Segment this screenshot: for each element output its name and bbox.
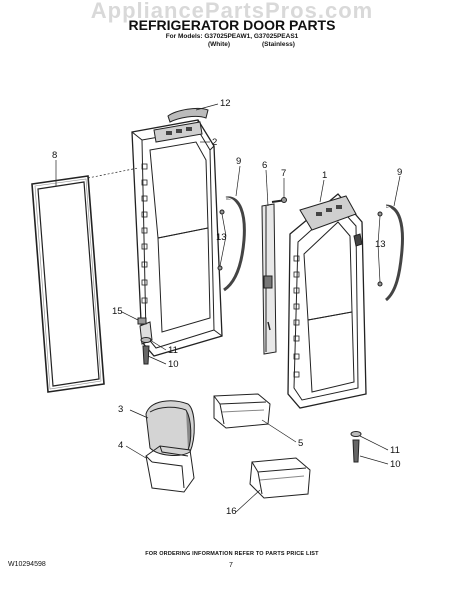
callout-6: 6 bbox=[262, 160, 267, 171]
door-shelf-bin-lower bbox=[249, 457, 311, 499]
callout-15: 15 bbox=[112, 306, 123, 317]
callout-10-right: 10 bbox=[390, 459, 401, 470]
left-door-handle bbox=[221, 196, 246, 292]
page-title: REFRIGERATOR DOOR PARTS bbox=[128, 17, 336, 33]
ordering-note: FOR ORDERING INFORMATION REFER TO PARTS … bbox=[145, 551, 319, 557]
right-hinge-hardware bbox=[350, 431, 362, 463]
callout-13-right: 13 bbox=[375, 239, 386, 250]
door-gasket bbox=[31, 175, 105, 393]
callout-12: 12 bbox=[220, 98, 231, 109]
callout-10-left: 10 bbox=[168, 359, 179, 370]
hinge-support-bar bbox=[261, 203, 277, 355]
callout-9-left: 9 bbox=[236, 156, 241, 167]
hinge-screw bbox=[271, 197, 287, 203]
callout-1: 1 bbox=[322, 170, 327, 181]
callout-9-right: 9 bbox=[397, 167, 402, 178]
callout-11-right: 11 bbox=[390, 445, 400, 456]
model-list: For Models: G37025PEAW1, G37025PEAS1 bbox=[165, 33, 299, 40]
watermark: AppliancePartsPros.com bbox=[90, 0, 374, 23]
door-shelf-bin-upper bbox=[213, 393, 271, 429]
callout-7: 7 bbox=[281, 168, 286, 179]
variant-white-label: (White) bbox=[208, 41, 231, 48]
handle-screws bbox=[217, 209, 383, 287]
right-door-assembly bbox=[287, 193, 367, 409]
callout-11-left: 11 bbox=[168, 345, 178, 356]
callout-2: 2 bbox=[212, 137, 217, 148]
hinge-cap bbox=[167, 107, 209, 123]
callout-13-left: 13 bbox=[216, 232, 227, 243]
callout-16: 16 bbox=[226, 506, 237, 517]
dispenser-cover bbox=[145, 400, 195, 456]
callout-3: 3 bbox=[118, 404, 123, 415]
document-id: W10294598 bbox=[8, 561, 46, 568]
door-bin-small bbox=[145, 445, 195, 493]
right-door-handle bbox=[383, 204, 404, 302]
callout-4: 4 bbox=[118, 440, 123, 451]
callout-5: 5 bbox=[298, 438, 303, 449]
callout-labels: 12 2 8 9 6 7 1 9 13 13 15 11 10 3 5 4 11… bbox=[52, 98, 402, 517]
page-number: 7 bbox=[229, 562, 233, 569]
callout-leader-lines bbox=[55, 103, 401, 513]
variant-stainless-label: (Stainless) bbox=[262, 41, 295, 48]
callout-8: 8 bbox=[52, 150, 57, 161]
left-hinge-hardware bbox=[137, 317, 152, 365]
